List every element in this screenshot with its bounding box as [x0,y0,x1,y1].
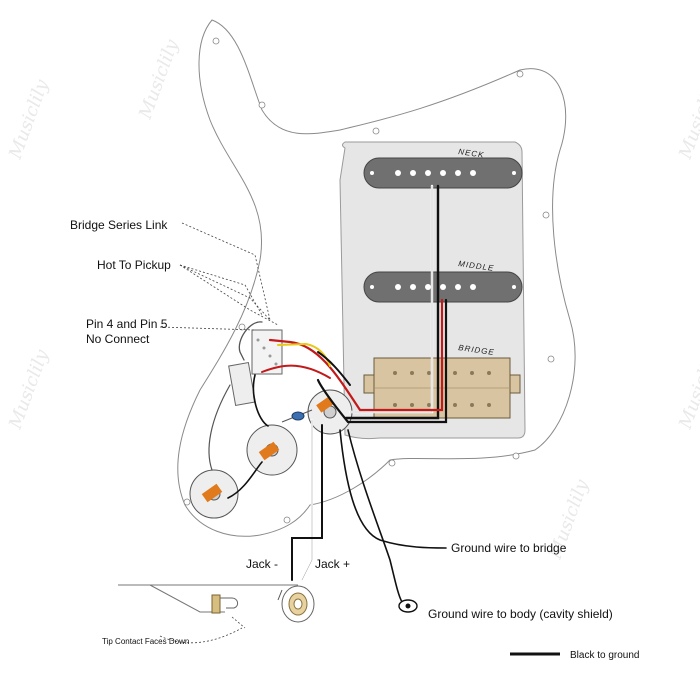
wire-ground-tones [227,461,263,499]
watermark-text: Musiclily [135,36,184,122]
wire-neck-black [344,184,440,420]
jack-side-view [118,584,298,614]
tip-contact-label: Tip Contact Faces Down [102,637,189,646]
hot-to-pickup-label: Hot To Pickup [97,258,171,272]
wire-jack-minus [291,424,323,581]
volume-pot [307,389,353,435]
tone-pot-1 [246,424,298,476]
watermark-text: Musiclily [675,346,700,432]
wire-jack-plus-outline [301,419,313,581]
legend: Black to ground [510,650,640,661]
wire-switch-loop [238,321,263,361]
wire-middle-red [268,298,444,412]
wire-middle-black [316,298,448,424]
output-jack [277,585,315,623]
neck-pickup-label: NECK [458,147,485,160]
legend-black-to-ground: Black to ground [570,650,640,661]
jack-minus-label: Jack - [246,557,278,571]
wire-pot-link-2 [208,384,231,471]
neck-pickup [363,157,523,189]
tone-capacitor [281,409,313,423]
wire-ground-body [347,429,403,603]
wire-neck-white-outline [349,185,433,413]
wire-bridge-yellow [277,342,331,367]
middle-pickup [363,271,523,303]
wiring [208,184,448,603]
wire-bridge-red [261,364,331,379]
callout-leaders [159,222,279,644]
wire-pot-link-1 [252,374,269,427]
screw-holes [183,37,555,524]
pin-no-connect-label-1: Pin 4 and Pin 5 [86,317,168,331]
jack-plus-label: Jack + [315,557,350,571]
bridge-series-link-label: Bridge Series Link [70,218,168,232]
ground-to-bridge-label: Ground wire to bridge [451,541,567,555]
pin-no-connect-label-2: No Connect [86,332,150,346]
wire-bridge-black [317,351,351,386]
ground-lug [398,599,418,613]
watermark-text: Musiclily [675,76,700,162]
tone-pot-2 [189,469,239,519]
watermark-text: Musiclily [5,346,54,432]
wire-ground-bridge [339,429,447,549]
watermark-text: Musiclily [5,76,54,162]
ground-to-body-label: Ground wire to body (cavity shield) [428,607,613,621]
